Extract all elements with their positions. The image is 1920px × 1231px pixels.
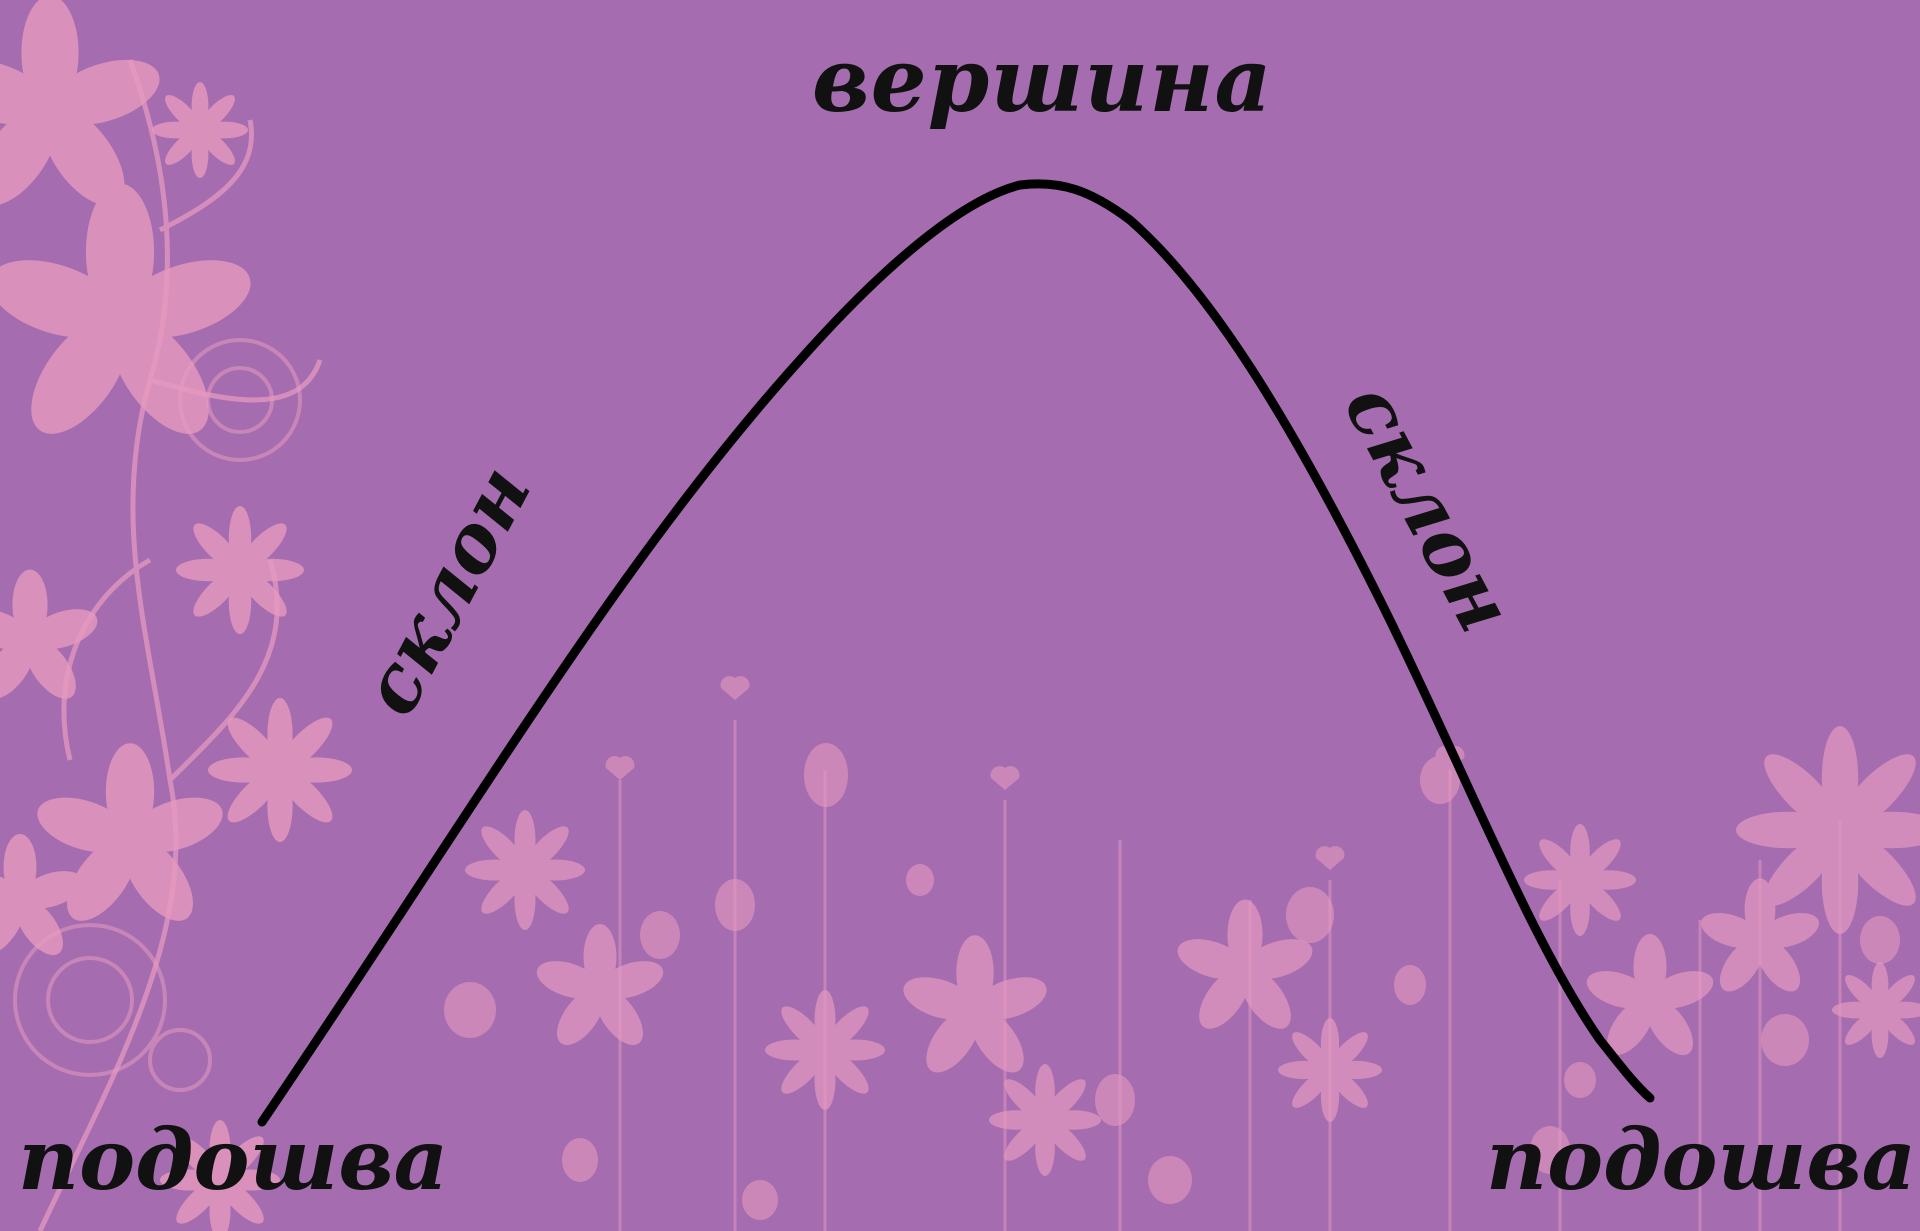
foot-right-label: подошва bbox=[1486, 1110, 1917, 1209]
mountain-curve bbox=[257, 179, 1655, 1127]
foot-left-label: подошва bbox=[18, 1110, 449, 1209]
summit-label: вершина bbox=[812, 28, 1273, 132]
